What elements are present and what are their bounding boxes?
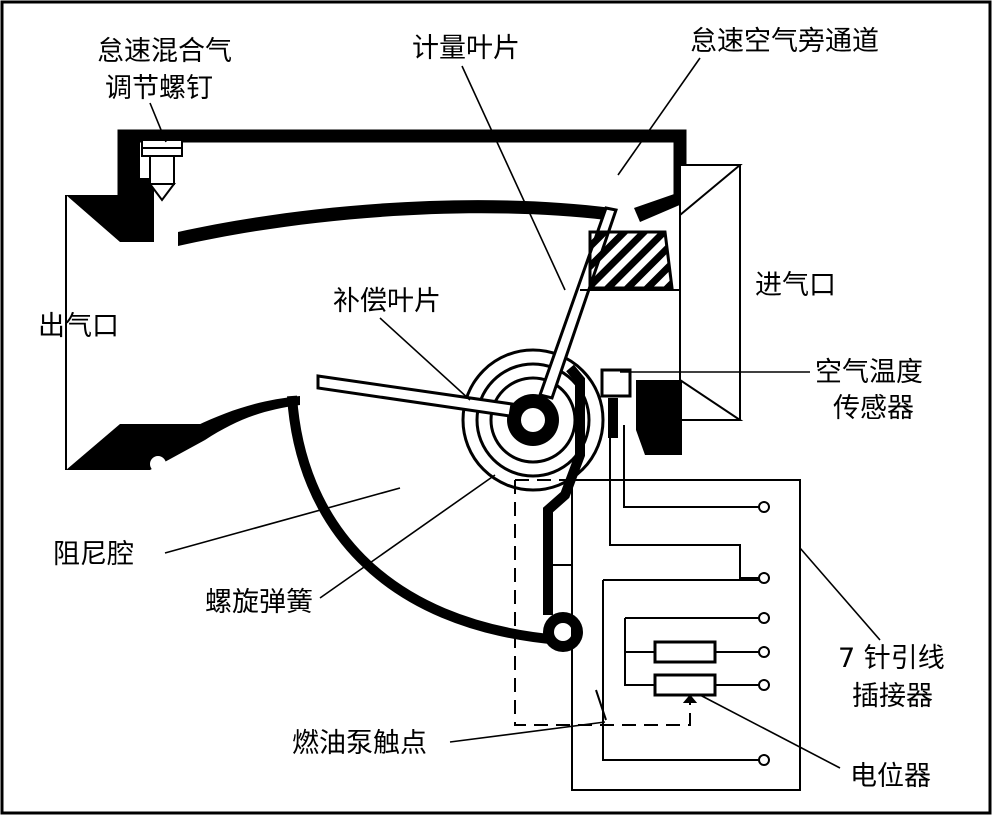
inlet-bottom-flange xyxy=(679,378,744,421)
fixed-resistor xyxy=(653,640,717,664)
leader-lines xyxy=(149,57,881,769)
outlet-bottom-flange xyxy=(66,424,205,470)
label-compensation-vane: 补偿叶片 xyxy=(333,286,441,317)
label-inlet: 进气口 xyxy=(755,270,836,301)
inlet-top-flange xyxy=(679,164,743,218)
outlet-mount-hole xyxy=(150,456,166,472)
housing xyxy=(65,129,744,652)
label-temp-sensor-line1: 空气温度 xyxy=(815,357,923,388)
damper-block xyxy=(588,230,674,290)
chamber-right-wall xyxy=(543,364,585,615)
outlet-top-flange xyxy=(66,132,154,242)
label-outlet: 出气口 xyxy=(38,311,119,342)
sensor-mount-block xyxy=(636,380,682,455)
fuel-pump-switch xyxy=(595,689,607,721)
label-damping-chamber: 阻尼腔 xyxy=(53,539,134,570)
label-temp-sensor-line2: 传感器 xyxy=(833,393,914,424)
connector-box xyxy=(514,425,801,791)
potentiometer-resistor xyxy=(653,673,717,697)
label-fuel-pump-contact: 燃油泵触点 xyxy=(292,728,427,759)
housing-top-wall xyxy=(117,129,687,200)
compensation-vane xyxy=(316,374,514,418)
inner-passage-wall xyxy=(178,200,612,246)
housing-bottom-wall xyxy=(196,396,300,440)
label-metering-vane: 计量叶片 xyxy=(412,33,520,64)
bypass-lip xyxy=(634,192,682,222)
spiral-spring xyxy=(461,348,605,492)
label-connector-line2: 插接器 xyxy=(852,681,933,712)
label-idle-mix-screw-line2: 调节螺钉 xyxy=(105,73,213,104)
label-connector-line1: 7 针引线 xyxy=(838,643,945,674)
label-idle-mix-screw-line1: 怠速混合气 xyxy=(97,36,232,67)
air-temp-sensor xyxy=(600,368,632,398)
idle-mix-screw xyxy=(141,139,183,202)
label-spiral-spring: 螺旋弹簧 xyxy=(205,587,313,618)
labels: 怠速混合气 调节螺钉 计量叶片 怠速空气旁通道 出气口 进气口 补偿叶片 空气温… xyxy=(38,26,945,792)
damping-chamber-wall xyxy=(287,395,561,645)
label-potentiometer: 电位器 xyxy=(850,761,931,792)
label-idle-bypass: 怠速空气旁通道 xyxy=(690,26,879,57)
connector-pins xyxy=(758,501,770,766)
